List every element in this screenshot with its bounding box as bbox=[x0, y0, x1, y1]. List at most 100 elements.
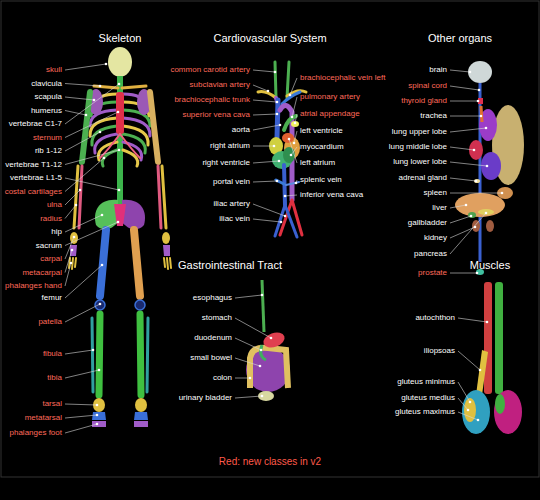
humerus-shape bbox=[82, 92, 90, 162]
organ-label: carpal bbox=[40, 255, 62, 263]
fibula-shape bbox=[147, 318, 148, 392]
tibia-shape bbox=[99, 314, 100, 395]
leader-line bbox=[65, 64, 106, 70]
radius-shape bbox=[74, 166, 78, 228]
organ-label: patella bbox=[38, 318, 62, 326]
lung-shape bbox=[469, 140, 483, 160]
leader-line bbox=[450, 193, 502, 194]
organ-label: esophagus bbox=[193, 294, 232, 302]
organ-label: gluteus maximus bbox=[395, 408, 455, 416]
leader-line bbox=[450, 147, 474, 150]
leader-line bbox=[294, 131, 297, 143]
leader-dot bbox=[260, 349, 263, 352]
leader-dot bbox=[259, 365, 262, 368]
leader-line bbox=[450, 86, 479, 90]
leader-dot bbox=[476, 272, 479, 275]
leader-line bbox=[253, 85, 268, 91]
leader-dot bbox=[278, 160, 281, 163]
leader-dot bbox=[118, 189, 121, 192]
leader-line bbox=[450, 273, 477, 274]
leader-dot bbox=[276, 101, 279, 104]
section-heading: Muscles bbox=[470, 260, 510, 271]
leader-dot bbox=[467, 409, 470, 412]
leader-dot bbox=[288, 138, 291, 141]
leader-line bbox=[65, 112, 118, 138]
tarsal-shape bbox=[135, 398, 147, 412]
esophagus-shape bbox=[262, 280, 264, 332]
leader-dot bbox=[294, 122, 297, 125]
liver-shape bbox=[455, 193, 505, 217]
leader-lines bbox=[65, 63, 503, 433]
leader-line bbox=[295, 114, 297, 123]
cord-shape bbox=[479, 83, 482, 262]
organ-label: sacrum bbox=[36, 242, 62, 250]
organ-label: phalanges foot bbox=[10, 429, 63, 437]
myocardium-shape bbox=[283, 147, 295, 163]
organ-label: phalanges hand bbox=[5, 282, 62, 290]
gi-illustration bbox=[246, 280, 290, 401]
leader-line bbox=[65, 265, 102, 298]
organ-label: portal vein bbox=[213, 178, 250, 186]
leader-line bbox=[253, 181, 277, 182]
gluteus-shape bbox=[494, 390, 522, 434]
leader-line bbox=[450, 116, 481, 117]
leader-line bbox=[450, 128, 486, 132]
leader-dot bbox=[118, 149, 121, 152]
leader-dot bbox=[486, 165, 489, 168]
iliopsoas-shape bbox=[476, 350, 488, 395]
organ-label: ulna bbox=[47, 201, 62, 209]
organ-label: humerus bbox=[31, 107, 62, 115]
organ-label: scapula bbox=[34, 93, 62, 101]
organ-label: splenic vein bbox=[300, 176, 342, 184]
organ-label: iliac vein bbox=[219, 215, 250, 223]
subclavian-shape bbox=[258, 92, 276, 98]
iliac-vein-shape bbox=[275, 205, 297, 237]
frame bbox=[1, 1, 539, 477]
skull-shape bbox=[108, 47, 132, 77]
ulna-shape bbox=[158, 166, 161, 228]
ulna-shape bbox=[79, 166, 82, 228]
leader-dot bbox=[474, 226, 477, 229]
leader-dot bbox=[465, 204, 468, 207]
organ-label: urinary bladder bbox=[179, 394, 232, 402]
kidney-shape bbox=[472, 220, 480, 232]
leader-dot bbox=[101, 264, 104, 267]
metatarsal-shape bbox=[134, 412, 148, 420]
organ-label: lung upper lobe bbox=[392, 128, 447, 136]
femur-shape bbox=[100, 230, 106, 296]
metacarpal-shape bbox=[163, 245, 170, 256]
leader-dot bbox=[475, 180, 478, 183]
toe-shape bbox=[134, 421, 148, 427]
carotid-shape bbox=[275, 62, 276, 98]
leader-dot bbox=[276, 180, 279, 183]
leader-line bbox=[450, 101, 478, 102]
leader-line bbox=[65, 150, 119, 165]
organ-label: fibula bbox=[43, 350, 62, 358]
leader-dot bbox=[291, 116, 294, 119]
organ-label: hip bbox=[51, 228, 62, 236]
leader-dot bbox=[261, 395, 264, 398]
section-heading: Cardiovascular System bbox=[213, 33, 326, 44]
leader-line bbox=[253, 204, 285, 216]
leader-line bbox=[65, 84, 119, 124]
organ-label: right ventricle bbox=[202, 159, 250, 167]
organ-label: iliopsoas bbox=[424, 347, 455, 355]
leader-line bbox=[235, 396, 262, 398]
leader-dot bbox=[270, 337, 273, 340]
leader-line bbox=[65, 205, 76, 219]
leader-dot bbox=[249, 377, 252, 380]
leader-dot bbox=[469, 401, 472, 404]
leader-dot bbox=[284, 195, 287, 198]
leader-dot bbox=[103, 157, 106, 160]
organ-label: lung lower lobe bbox=[393, 158, 447, 166]
carotid-shape bbox=[287, 62, 289, 98]
organ-label: skull bbox=[46, 66, 62, 74]
leader-line bbox=[450, 178, 476, 181]
atrium-shape bbox=[282, 133, 294, 143]
leader-line bbox=[450, 216, 471, 223]
organ-label: spleen bbox=[423, 189, 447, 197]
tibia-shape bbox=[140, 314, 141, 395]
leader-line bbox=[285, 195, 297, 196]
gallbladder-shape bbox=[468, 212, 476, 218]
leader-line bbox=[65, 190, 80, 205]
